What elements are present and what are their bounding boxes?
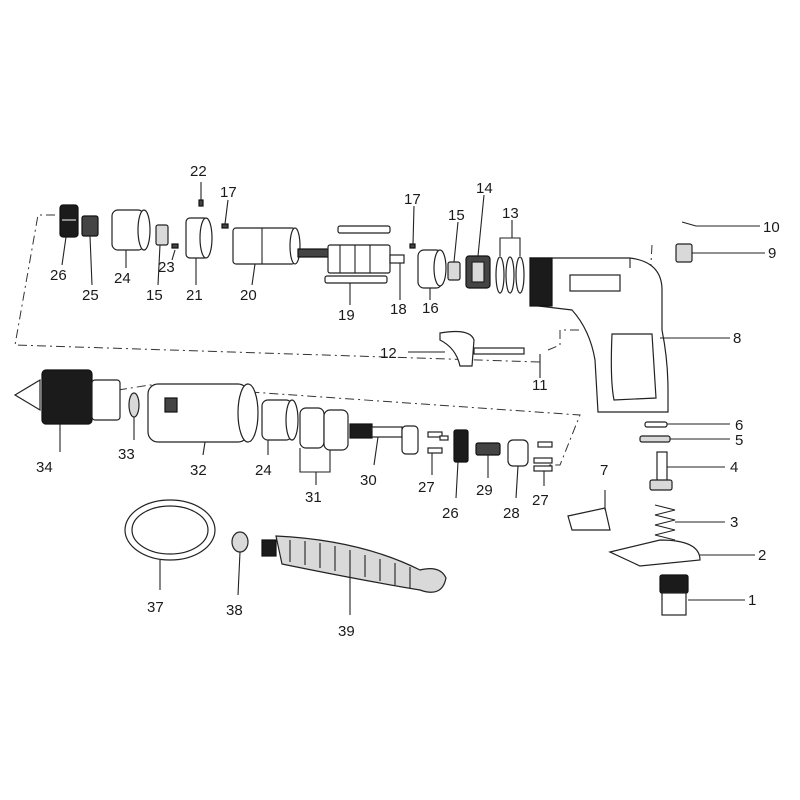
part-2-regulator [608,539,701,567]
part-7-lever [567,507,611,531]
label-18: 18 [390,301,407,318]
part-5-seal [639,435,671,443]
label-27b: 27 [532,492,549,509]
label-30: 30 [360,472,377,489]
label-2: 2 [758,547,766,564]
label-11: 11 [532,377,548,394]
part-27-pins-left [427,431,449,454]
part-39-side-handle [261,535,447,593]
part-8-housing [529,257,669,413]
part-20-cylinder-block [232,227,301,265]
label-22: 22 [190,163,207,180]
label-10: 10 [763,219,780,236]
part-19-vanes [324,225,391,284]
part-12-trigger [439,330,525,367]
label-12: 12 [380,345,397,362]
part-33-washer [128,392,140,418]
part-carrier [401,425,419,455]
label-32: 32 [190,462,207,479]
part-24-cylinder-upper [111,209,151,251]
label-20: 20 [240,287,257,304]
part-4-valve-stem [649,451,673,491]
label-21: 21 [186,287,203,304]
label-1: 1 [748,592,756,609]
part-29-bearing [475,442,501,456]
label-14: 14 [476,180,493,197]
part-25-bearing [81,215,99,237]
label-38: 38 [226,602,243,619]
label-15a: 15 [448,207,465,224]
label-31: 31 [305,489,322,506]
label-6: 6 [735,417,743,434]
part-22-pin [198,199,204,207]
part-15-washer-upper [155,224,169,246]
leader-lines [59,182,765,615]
label-4: 4 [730,459,738,476]
part-23-pin [171,243,179,249]
part-13-o-rings [495,256,525,294]
part-37-o-ring [124,499,216,561]
label-23: 23 [158,259,175,276]
label-8: 8 [733,330,741,347]
label-13: 13 [502,205,519,222]
label-33: 33 [118,446,135,463]
part-rotor-shaft [297,244,405,274]
part-31-ring-gears [299,407,349,451]
part-28-bearing [507,439,529,467]
label-9: 9 [768,245,776,262]
part-24-cylinder-lower [261,399,299,441]
part-32-gear-housing [147,383,259,443]
label-26a: 26 [50,267,67,284]
part-27-pins-right [533,441,553,472]
label-17b: 17 [404,191,421,208]
label-19: 19 [338,307,355,324]
label-7: 7 [600,462,608,479]
label-24a: 24 [114,270,131,287]
part-38-washer [231,531,249,553]
label-25: 25 [82,287,99,304]
label-37: 37 [147,599,164,616]
label-15b: 15 [146,287,163,304]
label-27a: 27 [418,479,435,496]
label-5: 5 [735,432,743,449]
label-28: 28 [503,505,520,522]
part-17-pin-right [409,243,416,249]
label-29: 29 [476,482,493,499]
part-21-end-plate [185,217,213,259]
part-6-washer [644,421,668,428]
part-9-fitting [675,243,693,263]
label-3: 3 [730,514,738,531]
part-3-spring [654,504,676,541]
lower-parts-row [13,369,553,593]
label-16: 16 [422,300,439,317]
label-17a: 17 [220,184,237,201]
upper-parts-row [59,199,701,616]
part-30-spindle [349,423,403,439]
part-26-gear-lower [453,429,469,463]
part-15-washer-right [447,261,461,281]
part-26-nut-upper [59,204,79,238]
part-16-bearing [417,249,447,289]
label-39: 39 [338,623,355,640]
part-1-inlet-fitting [659,574,689,616]
part-number-labels: 1 2 3 4 5 6 7 8 9 10 11 12 13 14 15 15 1… [36,163,780,640]
label-26b: 26 [442,505,459,522]
part-34-chuck [13,369,121,425]
label-34: 34 [36,459,53,476]
part-17-pin-upper [221,223,229,229]
label-24b: 24 [255,462,272,479]
part-10-screw [681,221,697,227]
part-14-gear-assembly [465,255,491,289]
